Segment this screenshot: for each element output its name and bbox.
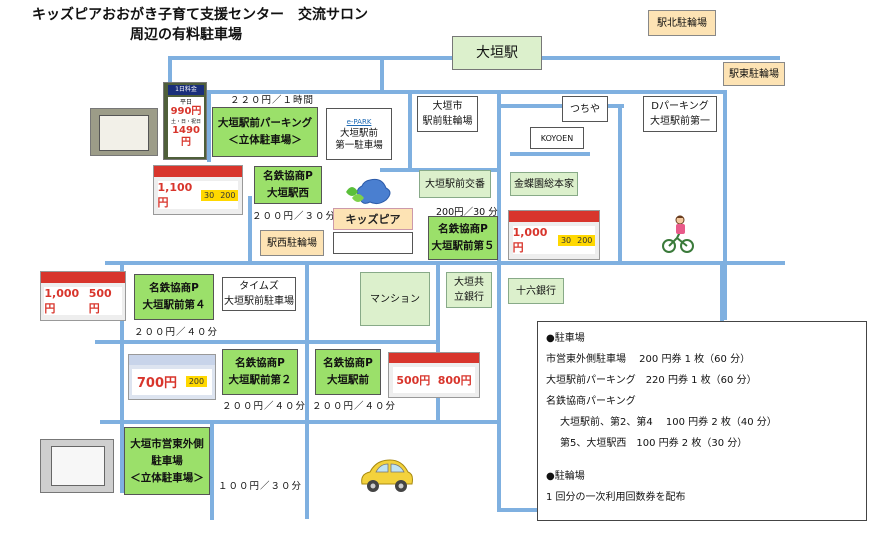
meitetsu-p-ogaki-ekimae-4: 名鉄協商P 大垣駅前第４ [134,274,214,320]
kidspia-blank-box [333,232,413,254]
e-park-ogaki-ekimae: e-PARK 大垣駅前第一駐車場 [326,108,392,160]
info-row-ekimae-parking: 大垣駅前パーキング 220 円券 1 枚（60 分） [546,375,757,386]
rate-meitetsu-nishi: ２００円／３０分 [252,211,337,222]
info-row-shiei: 市営東外側駐車場 200 円券 1 枚（60 分） [546,354,751,365]
map-title-line2: 周辺の有料駐車場 [130,27,242,43]
rate-meitetsu-5: 200円／30 分 [436,207,498,218]
kidspia-label: キッズピア [333,208,413,230]
kinkado-sohonke: 金蝶園総本家 [510,172,578,196]
car-icon [356,456,416,494]
info-bike-heading: ●駐輪場 [546,471,585,482]
shiei-notice-photo [40,439,114,493]
rate-meitetsu-ekimae: ２００円／４０分 [312,401,397,412]
koyoen: KOYOEN [530,127,584,149]
d-parking-ekimae-1: Dパーキング 大垣駅前第一 [643,96,717,132]
ekinishi-bike-parking: 駅西駐輪場 [260,230,324,256]
tsuchiya: つちや [562,96,608,122]
eki-kita-bike-parking: 駅北駐輪場 [648,10,716,36]
meitetsu-p-ogaki-ekimae-2: 名鉄協商P 大垣駅前第２ [222,349,298,395]
ogaki-shiei-higashi-parking: 大垣市営東外側 駐車場 ＜立体駐車場＞ [124,427,210,495]
ogakishi-ekimae-bike-parking: 大垣市 駅前駐輪場 [417,96,478,132]
times-ogaki-ekimae: タイムズ 大垣駅前駐車場 [222,277,296,311]
info-parking-heading: ●駐車場 [546,333,585,344]
ogaki-station: 大垣駅 [452,36,542,70]
meitetsu-p-ogaki-ekinishi: 名鉄協商P 大垣駅西 [254,166,322,204]
e-park-label: 大垣駅前第一駐車場 [335,128,383,151]
info-row-meitetsu-1: 大垣駅前、第2、第4 100 円券 2 枚（40 分） [560,417,777,428]
rate-meitetsu-4: ２００円／４０分 [134,327,219,338]
rate-shiei-higashi: １００円／３０分 [218,481,303,492]
info-row-meitetsu-2: 第5、大垣駅西 100 円券 2 枚（30 分） [560,438,748,449]
meitetsu-p-ogaki-ekimae-5: 名鉄協商P 大垣駅前第５ [428,216,498,260]
parking-notice-photo [90,108,158,156]
juroku-bank: 十六銀行 [508,278,564,304]
map-title-line1: キッズピアおおがき子育て支援センター 交流サロン [32,7,368,23]
info-bike-text: 1 回分の一次利用回数券を配布 [546,492,686,503]
ekimae-koban: 大垣駅前交番 [419,170,491,198]
ogaki-kyoritsu-bank: 大垣共 立銀行 [446,272,492,308]
e-park-logo: e-PARK [346,118,372,126]
rate-meitetsu-2: ２００円／４０分 [222,401,307,412]
cyclist-icon [662,214,694,254]
kidspia-mascot-icon [340,178,396,208]
eki-higashi-bike-parking: 駅東駐輪場 [723,62,785,86]
ogaki-ekimae-parking: 大垣駅前パーキング ＜立体駐車場＞ [212,107,318,157]
benefits-info-panel: ●駐車場 市営東外側駐車場 200 円券 1 枚（60 分） 大垣駅前パーキング… [537,321,867,521]
rate-ogaki-ekimae: ２２０円／１時間 [230,95,315,106]
info-row-meitetsu: 名鉄協商パーキング [546,396,636,407]
mansion: マンション [360,272,430,326]
meitetsu-p-ogaki-ekimae: 名鉄協商P 大垣駅前 [315,349,381,395]
day-rate-board-photo: 1日料金 平日 990円 土・日・祝日 1490円 [163,82,207,160]
